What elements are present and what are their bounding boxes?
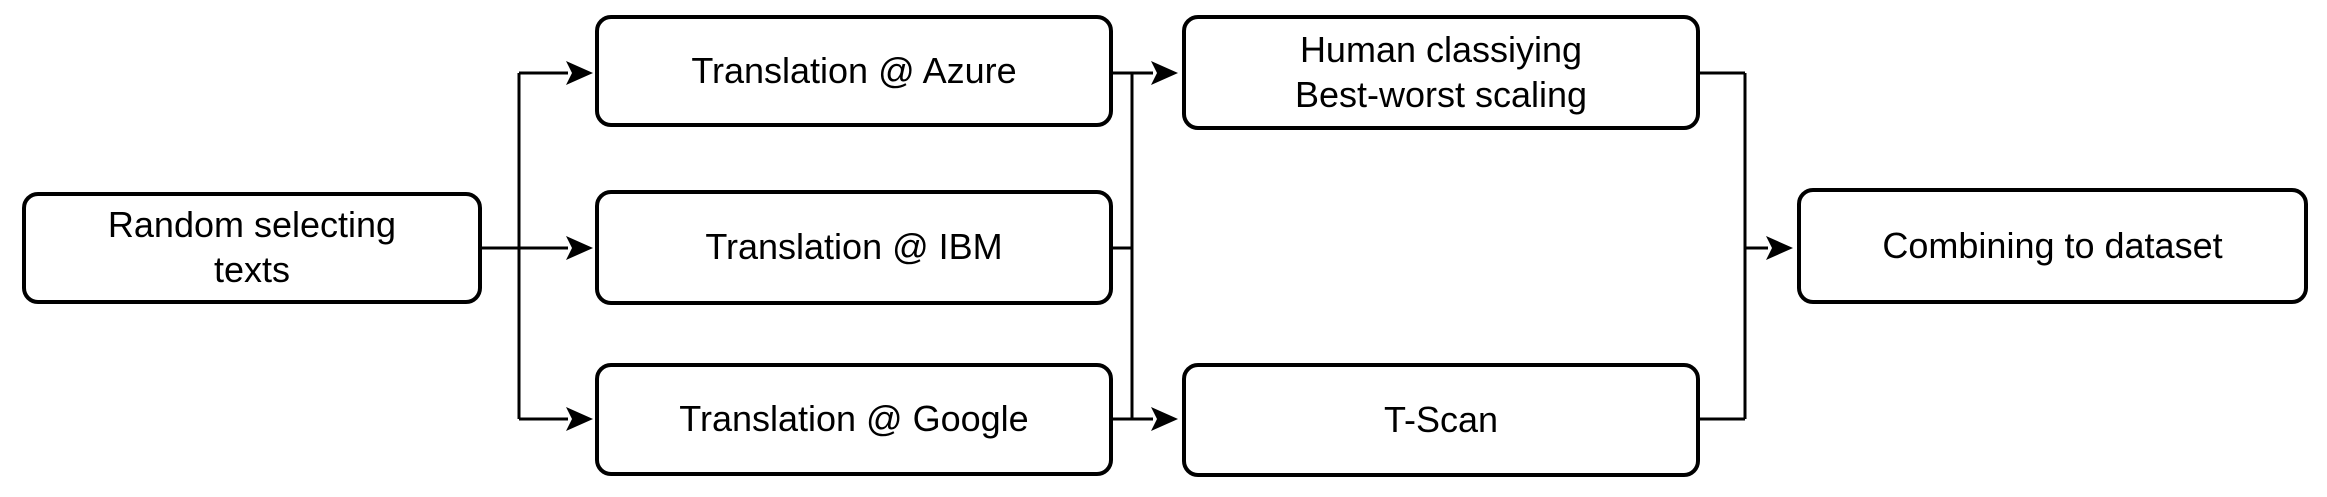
node-label-line: Combining to dataset [1882,224,2223,266]
edge-evaluation-to-combining [1700,71,1768,421]
node-label-line: texts [213,249,291,290]
node-random-selecting-texts: Random selecting texts [22,192,482,304]
arrowhead [1151,407,1178,431]
node-translation-azure: Translation @ Azure [595,15,1113,127]
arrowhead [1151,61,1178,85]
edge-random-to-translations [482,71,568,421]
node-label-line: Best-worst scaling [1294,73,1588,115]
node-label-line: Translation @ Azure [691,49,1017,91]
node-human-classifying-best-worst-scaling: Human classiying Best-worst scaling [1182,15,1700,130]
node-label-line: Translation @ IBM [705,226,1003,268]
node-label-line: T-Scan [1383,398,1499,440]
edge-translations-to-evaluation [1113,71,1153,421]
node-label-line: Translation @ Google [679,398,1029,440]
node-label-line: Random selecting [107,204,397,246]
node-label-line: Human classiying [1299,28,1583,70]
node-combining-to-dataset: Combining to dataset [1797,188,2308,304]
node-t-scan: T-Scan [1182,363,1700,477]
arrowhead [1766,236,1793,260]
arrowhead [566,407,593,431]
arrowhead [566,236,593,260]
arrowhead [566,61,593,85]
node-translation-google: Translation @ Google [595,363,1113,476]
node-translation-ibm: Translation @ IBM [595,190,1113,305]
